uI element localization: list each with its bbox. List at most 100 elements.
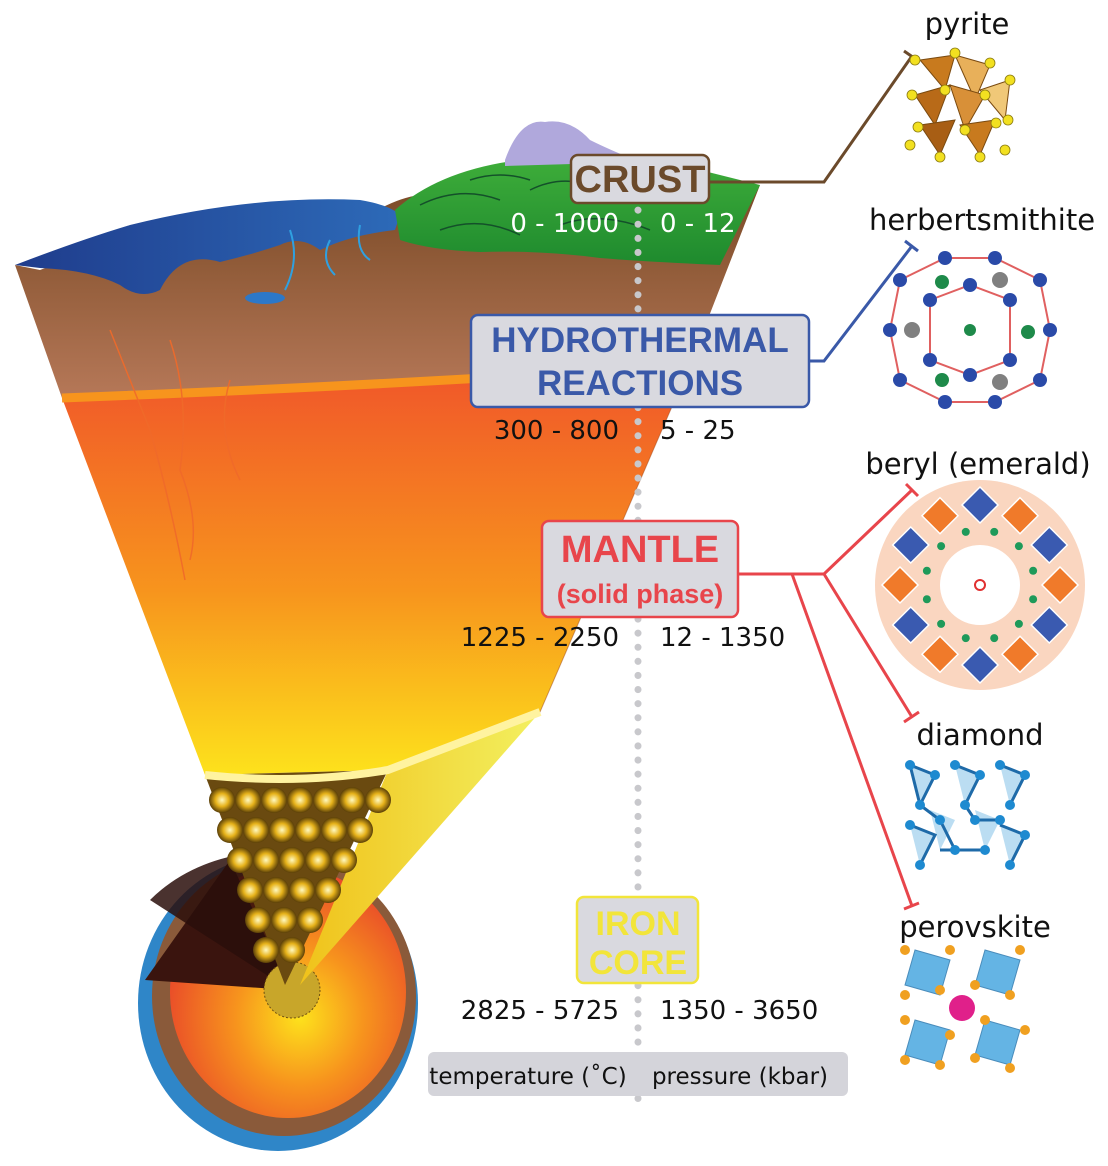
beryl-atom: [922, 566, 931, 575]
lattice-ball: [295, 817, 321, 843]
lattice-ball: [271, 907, 297, 933]
beryl-atom: [1029, 595, 1038, 604]
core-title-line1: IRON: [596, 905, 681, 943]
legend-temperature: temperature (˚C): [429, 1063, 626, 1090]
lattice-ball: [217, 817, 243, 843]
beryl-atom: [990, 527, 999, 536]
lattice-ball: [315, 877, 341, 903]
core-group: IRON CORE 2825 - 5725 1350 - 3650: [461, 895, 818, 1026]
connectors: [709, 49, 920, 911]
beryl-atom: [961, 527, 970, 536]
beryl-atom: [937, 619, 946, 628]
legend-bar: [428, 1052, 848, 1096]
mantle-subtitle: (solid phase): [557, 579, 724, 609]
mantle-title: MANTLE: [561, 529, 719, 571]
beryl-polyhedron: [1030, 525, 1069, 565]
mineral-beryl-label: beryl (emerald): [865, 447, 1090, 481]
mantle-layer: [62, 365, 690, 775]
lattice-ball: [243, 817, 269, 843]
mantle-pressure: 12 - 1350: [660, 623, 785, 653]
beryl-atom: [1014, 619, 1023, 628]
lattice-ball: [287, 787, 313, 813]
beryl-structure: [875, 480, 1085, 690]
beryl-polyhedron: [1040, 565, 1080, 605]
beryl-atom: [1029, 566, 1038, 575]
beryl-polyhedron: [891, 605, 930, 645]
lattice-ball: [253, 847, 279, 873]
beryl-polyhedron: [891, 525, 930, 565]
mineral-labels: pyrite herbertsmithite beryl (emerald) d…: [865, 7, 1095, 944]
lake: [245, 292, 285, 304]
crust-title: CRUST: [575, 159, 706, 201]
beryl-atom: [937, 542, 946, 551]
beryl-polyhedron: [960, 645, 1000, 685]
mantle-connector-diamond: [822, 573, 914, 718]
beryl-polyhedron: [1000, 496, 1040, 535]
perovskite-structure: [900, 945, 1030, 1073]
hydro-connector: [809, 245, 914, 363]
lattice-ball: [235, 787, 261, 813]
lattice-ball: [209, 787, 235, 813]
hydrothermal-title-line2: REACTIONS: [537, 364, 743, 403]
pyrite-structure: [904, 47, 1016, 163]
lattice-ball: [289, 877, 315, 903]
crust-connector: [709, 55, 914, 184]
mineral-perovskite-label: perovskite: [899, 910, 1051, 944]
lattice-ball: [339, 787, 365, 813]
mineral-herbertsmithite-label: herbertsmithite: [869, 203, 1095, 237]
core-mantle-boundary: [204, 708, 542, 783]
lattice-ball: [261, 787, 287, 813]
hydrothermal-pressure: 5 - 25: [660, 416, 736, 446]
beryl-atom: [990, 634, 999, 643]
beryl-atom: [922, 595, 931, 604]
beryl-atom: [1014, 542, 1023, 551]
lattice-ball: [227, 847, 253, 873]
lattice-ball: [347, 817, 373, 843]
lattice-ball: [279, 847, 305, 873]
beryl-polyhedron: [920, 496, 960, 535]
mineral-pyrite-label: pyrite: [925, 7, 1010, 41]
lattice-ball: [331, 847, 357, 873]
beryl-polyhedron: [880, 565, 920, 605]
lattice-ball: [305, 847, 331, 873]
crust-label-box: [569, 153, 711, 205]
hydrothermal-title-line1: HYDROTHERMAL: [491, 321, 788, 360]
mineral-diamond-label: diamond: [916, 718, 1043, 752]
beryl-polyhedron: [920, 635, 960, 674]
hydrothermal-temperature: 300 - 800: [494, 416, 619, 446]
core-label-box: [575, 895, 700, 985]
mantle-label-box: [540, 519, 740, 619]
lattice-ball: [263, 877, 289, 903]
rivers: [284, 224, 371, 291]
lattice-ball: [313, 787, 339, 813]
iron-lattice: [209, 787, 391, 963]
core-pressure: 1350 - 3650: [660, 996, 818, 1026]
mantle-connector-perovskite: [790, 573, 914, 907]
lattice-ball: [279, 937, 305, 963]
mantle-temperature: 1225 - 2250: [461, 623, 619, 653]
beryl-polyhedron: [960, 485, 1000, 525]
axis-legend: temperature (˚C) pressure (kbar): [428, 1052, 848, 1096]
core-temperature: 2825 - 5725: [461, 996, 619, 1026]
perovskite-a-site: [949, 995, 975, 1021]
lattice-ball: [253, 937, 279, 963]
mantle-group: MANTLE (solid phase) 1225 - 2250 12 - 13…: [461, 519, 785, 653]
lattice-ball: [321, 817, 347, 843]
herbertsmithite-structure: [883, 251, 1057, 409]
earth-wedge: [15, 121, 760, 1151]
lattice-ball: [269, 817, 295, 843]
beryl-polyhedron: [1000, 635, 1040, 674]
beryl-polyhedron: [1030, 605, 1069, 645]
ocean: [15, 199, 400, 294]
lattice-ball: [237, 877, 263, 903]
magma-veins: [109, 329, 241, 581]
crust-temperature: 0 - 1000: [510, 209, 619, 239]
beryl-atom: [961, 634, 970, 643]
hydrothermal-group: HYDROTHERMAL REACTIONS 300 - 800 5 - 25: [469, 313, 811, 446]
lattice-ball: [245, 907, 271, 933]
crust-group: CRUST 0 - 1000 0 - 12: [510, 153, 736, 239]
crust-pressure: 0 - 12: [660, 209, 736, 239]
core-side-face: [300, 712, 540, 985]
core-title-line2: CORE: [589, 944, 687, 982]
